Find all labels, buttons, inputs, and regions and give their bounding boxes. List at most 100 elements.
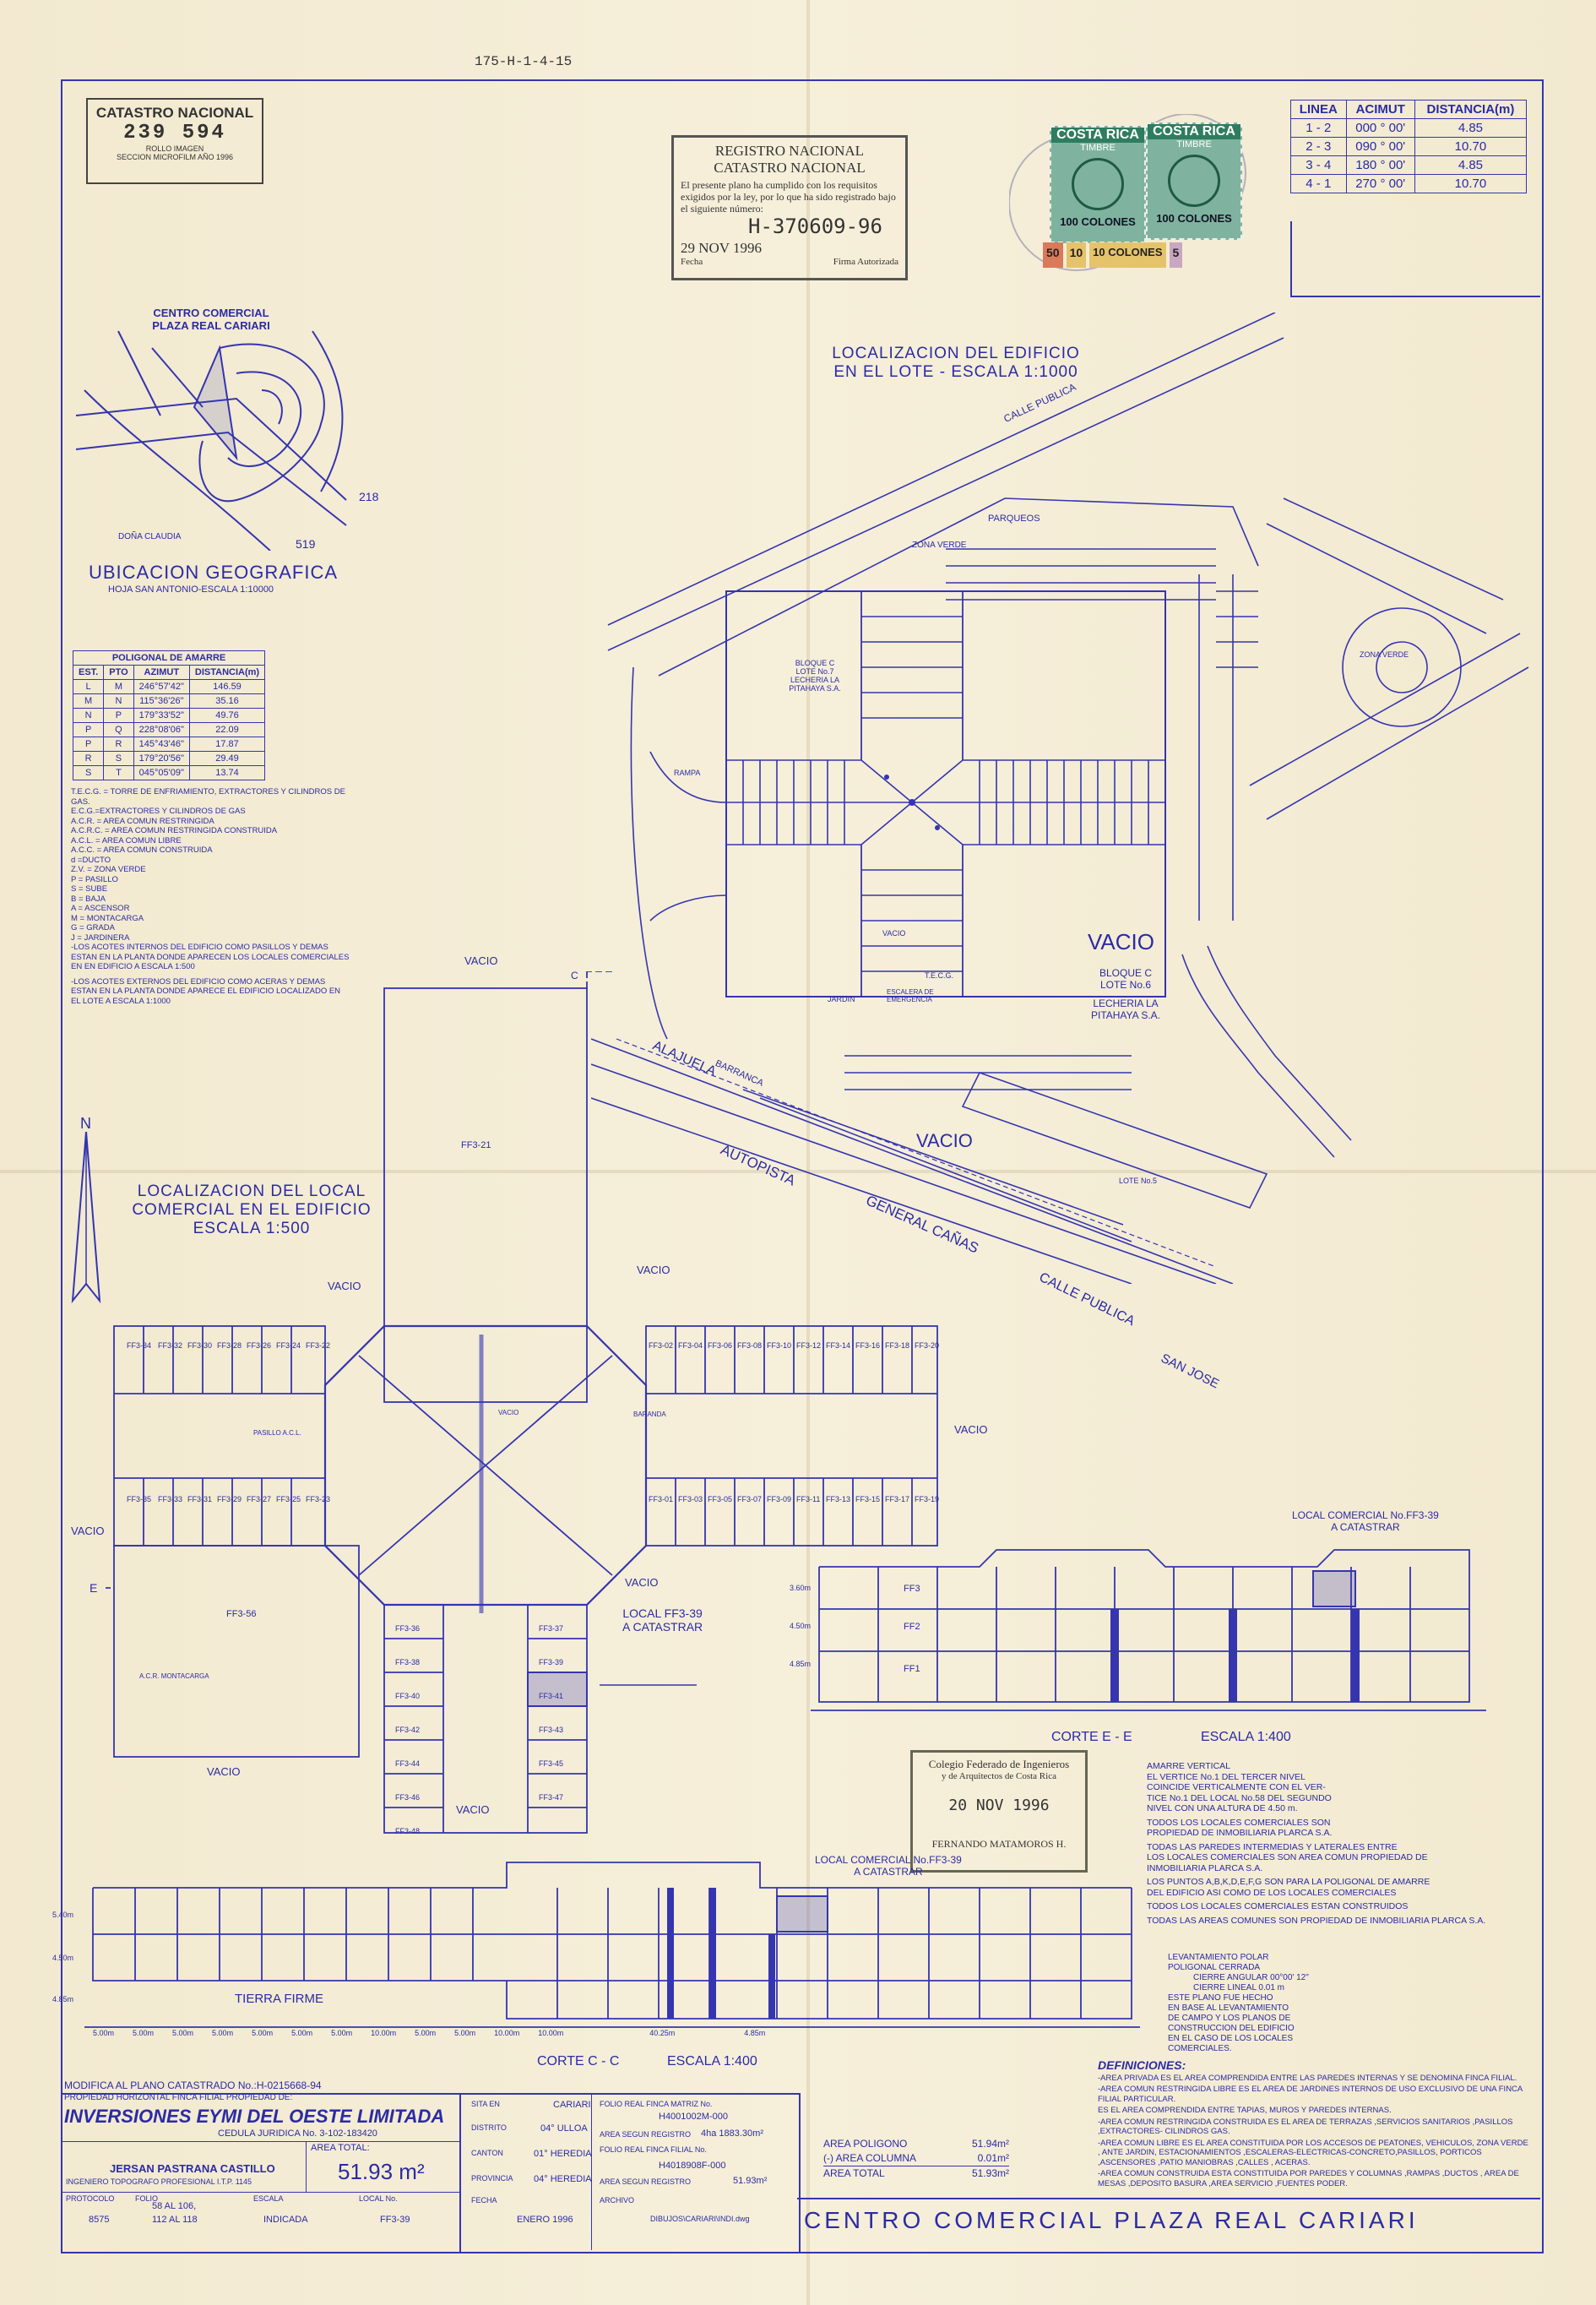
- unit-label: FF3-10: [767, 1341, 792, 1350]
- site-bloque-c-7: BLOQUE C LOTE No.7 LECHERIA LA PITAHAYA …: [773, 659, 857, 693]
- timbre-value: 100 COLONES: [1060, 215, 1136, 228]
- definicion-item: -AREA COMUN CONSTRUIDA ESTA CONSTITUIDA …: [1098, 2169, 1519, 2188]
- table-cell: 179°33'52": [133, 708, 190, 723]
- table-cell: 179°20'56": [133, 751, 190, 766]
- timbre-stamp-1: COSTA RICA TIMBRE 100 COLONES: [1050, 126, 1146, 243]
- archivo-value: DIBUJOS\CARIARI\INDI.dwg: [650, 2215, 750, 2223]
- escala-label: ESCALA: [253, 2194, 284, 2203]
- note-line: DEL EDIFICIO ASI COMO DE LOS LOCALES COM…: [1147, 1887, 1397, 1898]
- row-divider: [62, 2192, 459, 2193]
- note-line: NIVEL CON UNA ALTURA DE 4.50 m.: [1147, 1803, 1298, 1813]
- table-cell: L: [72, 679, 105, 694]
- table-cell: 2 - 3: [1290, 137, 1347, 156]
- note-line: TODAS LAS AREAS COMUNES SON PROPIEDAD DE…: [1147, 1915, 1486, 1926]
- note-line: LOS LOCALES COMERCIALES SON AREA COMUN P…: [1147, 1852, 1428, 1862]
- local-vacio-left-lower: VACIO: [71, 1525, 105, 1537]
- timbre-kind: TIMBRE: [1176, 139, 1212, 149]
- cedula-juridica: CEDULA JURIDICA No. 3-102-183420: [218, 2128, 377, 2139]
- map-label-centro: CENTRO COMERCIAL PLAZA REAL CARIARI: [152, 307, 270, 332]
- dim-label: 5.00m: [212, 2029, 234, 2037]
- sita-en-label: SITA EN: [471, 2100, 500, 2108]
- table-cell: 090 ° 00': [1345, 137, 1415, 156]
- unit-label: FF3-43: [539, 1726, 564, 1734]
- drawing-frame: [61, 79, 1544, 2253]
- table-cell: 17.87: [188, 737, 266, 752]
- unit-label: FF3-12: [796, 1341, 822, 1350]
- unit-label: FF3-22: [306, 1341, 331, 1350]
- timbre-value: 100 COLONES: [1156, 212, 1232, 225]
- table-header: AZIMUT: [133, 665, 190, 680]
- unit-label: FF3-47: [539, 1793, 564, 1802]
- table-cell: 180 ° 00': [1345, 155, 1415, 175]
- legend-item: Z.V. = ZONA VERDE: [71, 865, 146, 874]
- table-cell: 228°08'06": [133, 722, 190, 737]
- corte-cc-dim: 4.50m: [52, 1954, 74, 1962]
- legend-item: P = PASILLO: [71, 874, 118, 884]
- site-lote-label: LOTE No.6: [1099, 979, 1152, 991]
- unit-label: FF3-06: [708, 1341, 733, 1350]
- unit-label: FF3-17: [885, 1495, 910, 1503]
- fold-line: [0, 1170, 1596, 1173]
- unit-label: FF3-27: [247, 1495, 272, 1503]
- site-lecheria-label: LECHERIA LA PITAHAYA S.A.: [789, 676, 841, 693]
- table-cell: N: [103, 693, 134, 709]
- levantamiento-line: DE CAMPO Y LOS PLANOS DE: [1168, 2014, 1291, 2023]
- local-value: FF3-39: [380, 2215, 410, 2225]
- definiciones-block: DEFINICIONES: -AREA PRIVADA ES EL AREA C…: [1098, 2058, 1528, 2190]
- unit-label: FF3-09: [767, 1495, 792, 1503]
- archivo-label: ARCHIVO: [600, 2196, 635, 2204]
- timbre-small: 50: [1043, 242, 1063, 268]
- note-line: LOS PUNTOS A,B,K,D,E,F,G SON PARA LA POL…: [1147, 1877, 1430, 1887]
- unit-label: FF3-41: [539, 1692, 564, 1700]
- fold-line: [806, 0, 810, 2305]
- table-cell: 49.76: [188, 708, 266, 723]
- unit-label: FF3-31: [187, 1495, 213, 1503]
- unit-label: FF3-11: [796, 1495, 821, 1503]
- stamps-area: COSTA RICA TIMBRE 100 COLONES COSTA RICA…: [1009, 114, 1254, 283]
- note-line: PROPIEDAD DE INMOBILIARIA PLARCA S.A.: [1147, 1828, 1333, 1838]
- timbre-small: 5: [1169, 242, 1183, 268]
- colegio-stamp: Colegio Federado de Ingenieros y de Arqu…: [910, 1750, 1088, 1873]
- table-cell: 115°36'26": [133, 693, 190, 709]
- local-pasillo: PASILLO A.C.L.: [253, 1429, 301, 1437]
- definiciones-title: DEFINICIONES:: [1098, 2058, 1186, 2072]
- site-vacio-small: VACIO: [882, 929, 906, 938]
- local-vacio-left: VACIO: [328, 1280, 361, 1292]
- local-plan-title: LOCALIZACION DEL LOCAL COMERCIAL EN EL E…: [125, 1182, 378, 1238]
- map-label-218: 218: [359, 490, 379, 503]
- col-divider: [591, 2093, 592, 2250]
- area-total-value: 51.93 m²: [338, 2159, 425, 2184]
- unit-label: FF3-16: [855, 1341, 881, 1350]
- frame-divider: [1290, 296, 1540, 297]
- legend-item: -LOS ACOTES INTERNOS DEL EDIFICIO COMO P…: [71, 943, 350, 971]
- unit-label: FF3-26: [247, 1341, 272, 1350]
- unit-label: FF3-08: [737, 1341, 763, 1350]
- table-header: DISTANCIA(m): [1414, 100, 1528, 119]
- legend-item: -LOS ACOTES EXTERNOS DEL EDIFICIO COMO A…: [71, 976, 341, 1006]
- unit-label: FF3-24: [276, 1341, 301, 1350]
- colegio-name: FERNANDO MATAMOROS H.: [931, 1838, 1067, 1850]
- propiedad-label: PROPIEDAD HORIZONTAL FINCA FILIAL PROPIE…: [64, 2093, 293, 2102]
- table-cell: 35.16: [188, 693, 266, 709]
- corte-c-marker: C: [571, 970, 578, 981]
- unit-label: FF3-42: [395, 1726, 421, 1734]
- table-cell: S: [72, 765, 105, 780]
- colegio-line2: y de Arquitectos de Costa Rica: [942, 1771, 1056, 1781]
- site-plan-title-line2: EN EL LOTE - ESCALA 1:1000: [833, 363, 1078, 381]
- local-plan-drawing: [106, 971, 938, 1834]
- north-arrow-icon: [71, 1132, 101, 1304]
- escala-value: INDICADA: [263, 2215, 308, 2225]
- unit-label: FF3-45: [539, 1759, 564, 1768]
- coat-of-arms-icon: [1072, 158, 1124, 210]
- registro-firma-label: Firma Autorizada: [833, 257, 898, 267]
- table-cell: R: [103, 737, 134, 752]
- unit-label: FF3-36: [395, 1624, 421, 1633]
- local-label: LOCAL No.: [359, 2194, 398, 2203]
- protocolo-value: 8575: [89, 2215, 110, 2225]
